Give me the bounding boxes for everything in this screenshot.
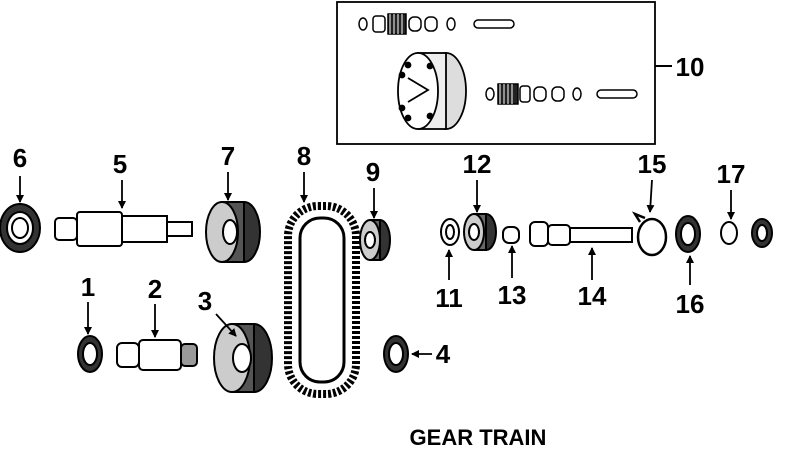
- callout-14: 14: [578, 281, 607, 311]
- part-2-shaft: [116, 339, 198, 371]
- callout-6: 6: [13, 143, 27, 173]
- callout-9: 9: [366, 157, 380, 187]
- part-4-bearing: [383, 335, 409, 373]
- inset-box-part-10: [336, 1, 672, 145]
- part-9-gear: [359, 219, 391, 261]
- inset-top-row: [358, 13, 515, 35]
- part-15-snap-ring: [631, 211, 668, 257]
- callout-11: 11: [435, 283, 463, 313]
- callout-1: 1: [81, 272, 95, 302]
- diagram-caption: GEAR TRAIN: [410, 425, 547, 450]
- inset-carrier: [397, 52, 467, 130]
- callout-labels: 1 2 3 4 5 6 7 8 9 10 11 12 13 14 15 16 1…: [13, 52, 746, 369]
- part-3-gear: [213, 323, 273, 393]
- callout-5: 5: [113, 149, 127, 179]
- callout-3: 3: [198, 286, 212, 316]
- part-12-gear: [463, 213, 497, 251]
- part-7-gear: [205, 201, 261, 263]
- part-14-shaft: [529, 221, 633, 247]
- inset-bottom-row: [485, 83, 638, 105]
- end-bearing: [751, 218, 773, 248]
- part-5-shaft: [54, 211, 193, 247]
- callout-8: 8: [297, 141, 311, 171]
- part-8-chain: [284, 202, 360, 398]
- leader-lines: [16, 172, 735, 358]
- part-17-ring: [720, 221, 738, 245]
- part-13-bushing: [502, 226, 520, 244]
- callout-2: 2: [148, 274, 162, 304]
- callout-17: 17: [717, 159, 746, 189]
- callout-12: 12: [463, 149, 492, 179]
- callout-4: 4: [436, 339, 451, 369]
- callout-7: 7: [221, 141, 235, 171]
- callout-15: 15: [638, 149, 667, 179]
- callout-16: 16: [676, 289, 705, 319]
- callout-10: 10: [676, 52, 705, 82]
- part-6-bearing: [0, 203, 41, 253]
- callout-13: 13: [498, 280, 527, 310]
- part-1-seal: [77, 335, 103, 373]
- part-11-washer: [440, 218, 460, 246]
- part-16-bearing: [675, 215, 701, 253]
